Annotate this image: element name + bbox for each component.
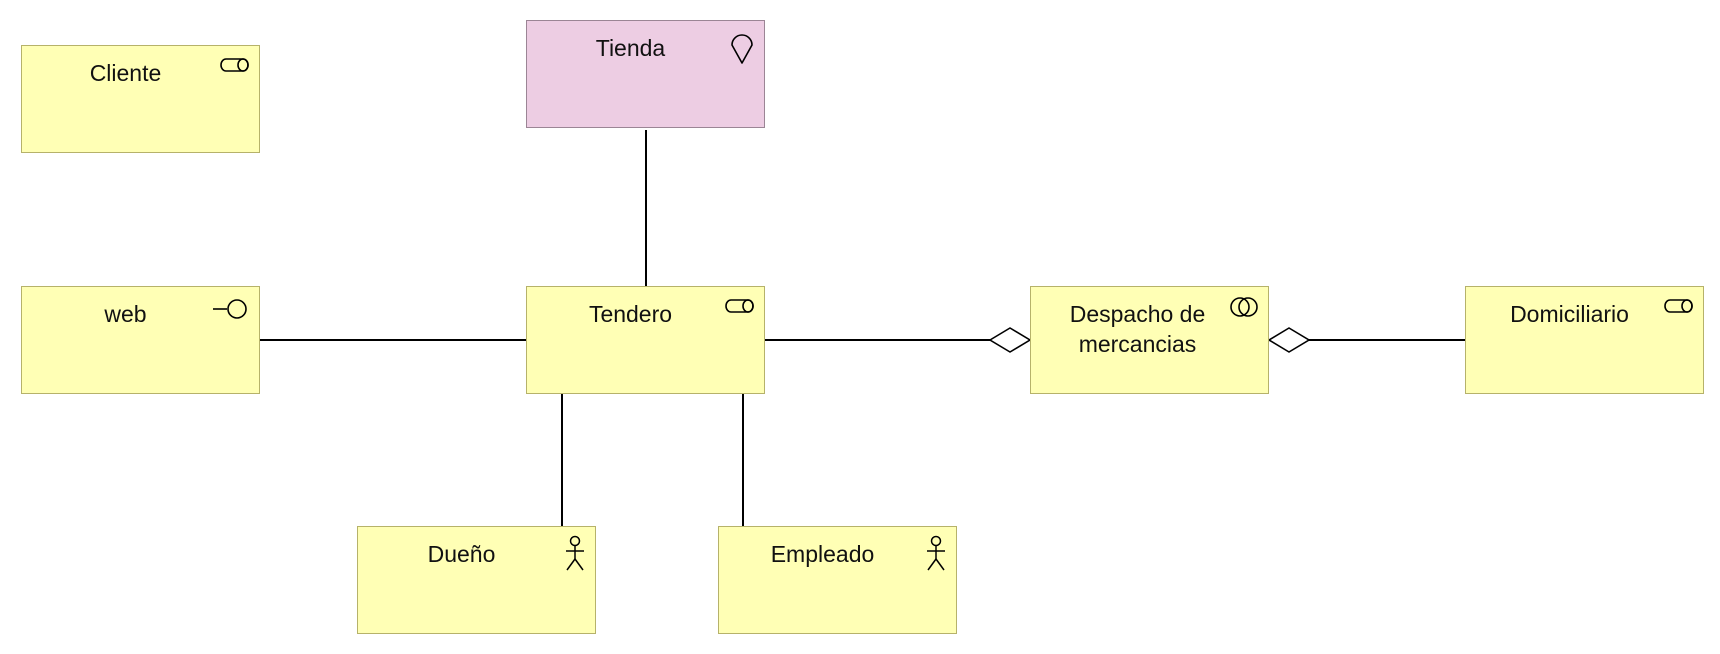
interface-icon (211, 295, 251, 323)
node-empleado-label: Empleado (770, 541, 875, 567)
node-tendero-label: Tendero (588, 301, 673, 327)
node-cliente-label: Cliente (89, 60, 162, 86)
aggregation-diamond-domiciliario-despacho (1267, 327, 1311, 353)
node-tendero[interactable]: Tendero (526, 286, 765, 394)
node-cliente[interactable]: Cliente (21, 45, 260, 153)
business-role-icon (219, 54, 251, 76)
actor-icon (563, 535, 587, 573)
node-despacho-label: Despacho de mercancias (1069, 301, 1206, 357)
node-tienda-label: Tienda (595, 35, 666, 61)
business-role-icon (724, 295, 756, 317)
actor-icon (924, 535, 948, 573)
node-dueno-label: Dueño (427, 541, 496, 567)
location-pin-icon (728, 29, 756, 67)
node-web[interactable]: web (21, 286, 260, 394)
collaboration-icon (1228, 295, 1260, 319)
node-domiciliario-label: Domiciliario (1510, 301, 1629, 327)
node-tienda[interactable]: Tienda (526, 20, 765, 128)
node-dueno[interactable]: Dueño (357, 526, 596, 634)
node-empleado[interactable]: Empleado (718, 526, 957, 634)
node-web-label: web (104, 301, 147, 327)
node-domiciliario[interactable]: Domiciliario (1465, 286, 1704, 394)
business-role-icon (1663, 295, 1695, 317)
aggregation-diamond-tendero-despacho (988, 327, 1032, 353)
node-despacho[interactable]: Despacho de mercancias (1030, 286, 1269, 394)
